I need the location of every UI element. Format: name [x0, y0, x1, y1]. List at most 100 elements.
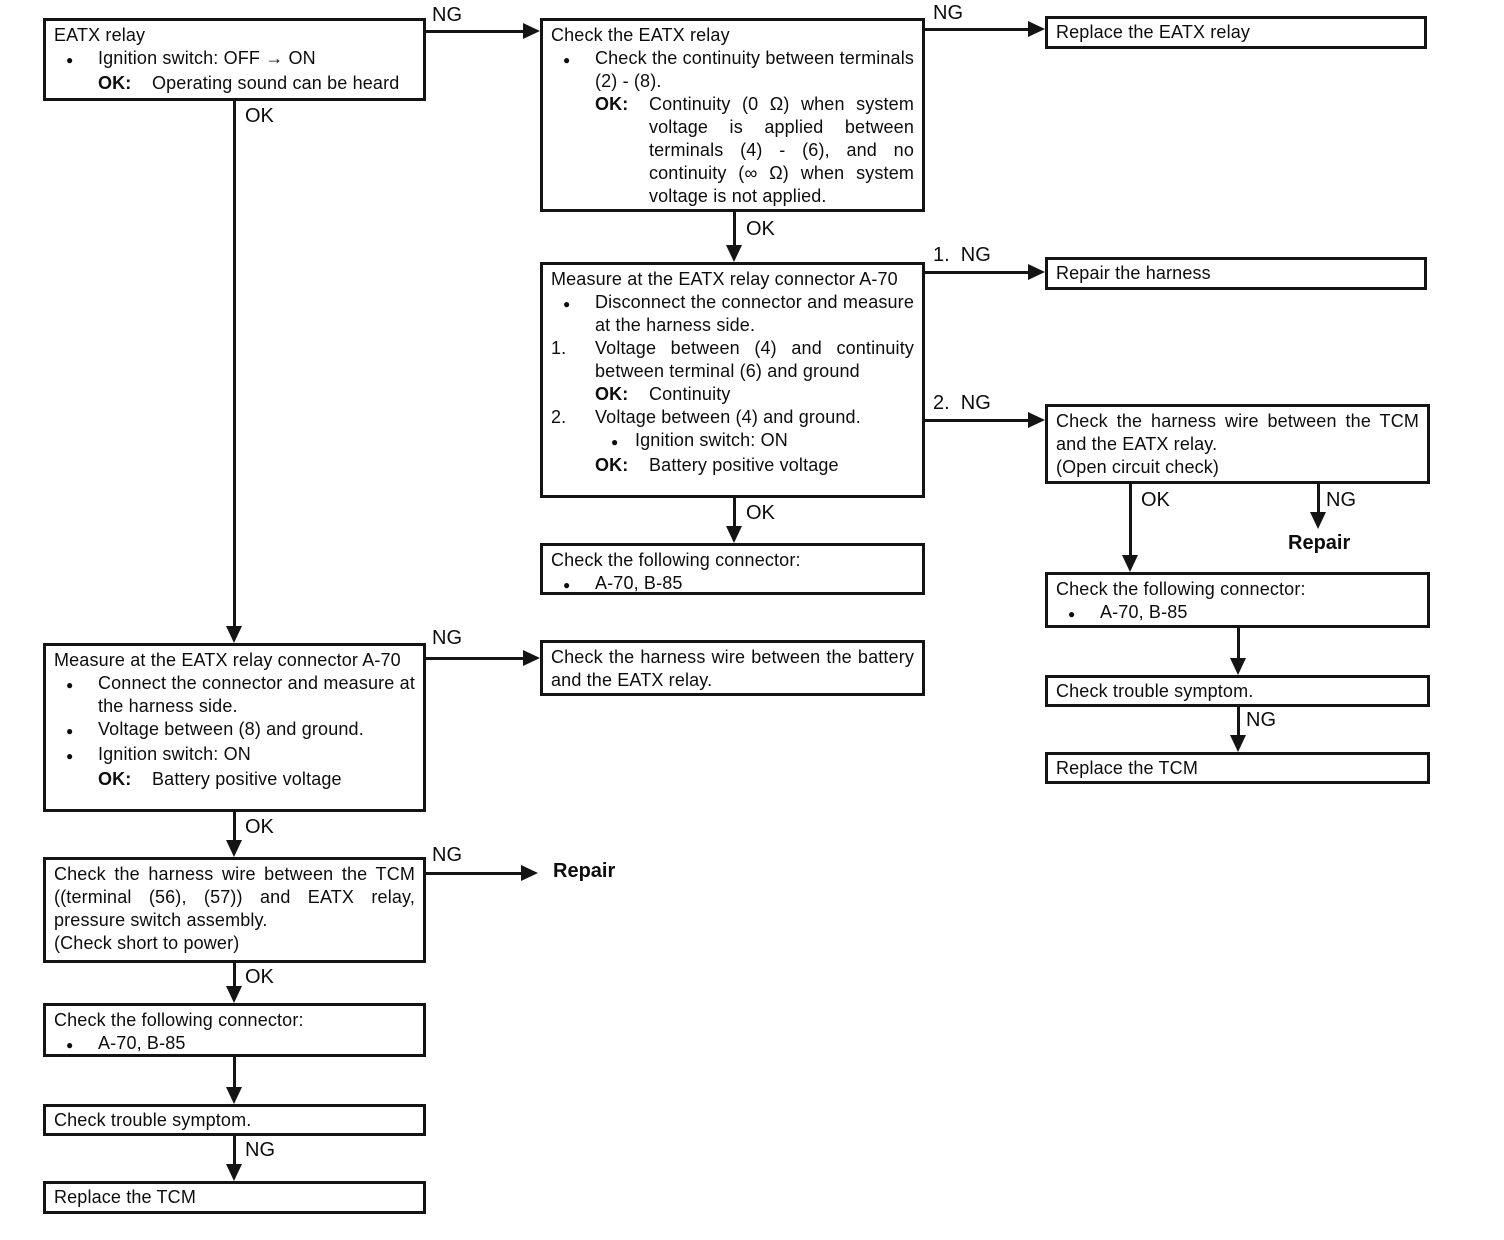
bullet-icon: ●	[1068, 607, 1076, 621]
connector-line	[1129, 484, 1132, 556]
node-check-connector-mid: Check the following connector: ● A-70, B…	[540, 543, 925, 595]
edge-label-2-ng: 2. NG	[933, 392, 991, 414]
node-check-harness-tcm-power: Check the harness wire between the TCM (…	[43, 857, 426, 963]
ok-prefix: OK:	[595, 455, 629, 475]
arrowhead-down-icon	[226, 1087, 242, 1104]
node-check-trouble-left: Check trouble symptom.	[43, 1104, 426, 1136]
edge-label-ok: OK	[245, 105, 274, 127]
connector-line	[925, 271, 1028, 274]
connector-line	[426, 30, 523, 33]
connector-line	[1237, 628, 1240, 659]
bullet-icon: ●	[66, 749, 74, 763]
arrowhead-down-icon	[1122, 555, 1138, 572]
node-title: Check trouble symptom.	[1056, 680, 1254, 701]
line-text: Disconnect the connector and measure at …	[595, 292, 914, 335]
ok-line: OK: Battery positive voltage	[54, 768, 415, 791]
bullet-icon: ●	[611, 435, 619, 449]
list-number: 1.	[551, 338, 567, 358]
ok-line: OK: Battery positive voltage	[551, 454, 914, 477]
connector-line	[426, 872, 521, 875]
connector-line	[233, 101, 236, 627]
bullet-line: ● Connect the connector and measure at t…	[54, 672, 415, 718]
bullet-cell: ●	[54, 718, 98, 743]
bullet-line: ● Ignition switch: OFF → ON	[54, 47, 415, 72]
ok-prefix: OK:	[595, 94, 629, 114]
node-check-connector-right: Check the following connector: ● A-70, B…	[1045, 572, 1430, 628]
arrowhead-down-icon	[1230, 735, 1246, 752]
node-replace-eatx-relay: Replace the EATX relay	[1045, 16, 1427, 49]
line-text: Ignition switch: ON	[635, 430, 788, 450]
line-text: Check the continuity between terminals (…	[595, 48, 914, 91]
bullet-line: ● Disconnect the connector and measure a…	[551, 291, 914, 337]
ok-text: Battery positive voltage	[649, 455, 839, 475]
connector-line	[426, 657, 523, 660]
edge-label-ok: OK	[245, 966, 274, 988]
bullet-line: ● Ignition switch: ON	[54, 743, 415, 768]
edge-label-ng: NG	[1246, 709, 1276, 731]
arrowhead-right-icon	[521, 865, 538, 881]
edge-label-ok: OK	[746, 502, 775, 524]
arrowhead-right-icon	[1028, 412, 1045, 428]
bullet-line: ● Voltage between (8) and ground.	[54, 718, 415, 743]
ok-text: Battery positive voltage	[152, 769, 342, 789]
edge-label-ng: NG	[432, 4, 462, 26]
ok-text: Continuity	[649, 384, 731, 404]
arrowhead-down-icon	[726, 526, 742, 543]
line-text: Check the harness wire between the TCM (…	[54, 864, 415, 930]
line-text: (Open circuit check)	[1056, 457, 1220, 477]
edge-label-1-ng: 1. NG	[933, 244, 991, 266]
sub-bullet-line: ● Ignition switch: ON	[551, 429, 914, 454]
edge-label-ok: OK	[245, 816, 274, 838]
node-replace-tcm-right: Replace the TCM	[1045, 752, 1430, 784]
node-title: Check the following connector:	[551, 550, 801, 570]
connector-line	[1237, 707, 1240, 736]
node-title: Check the following connector:	[1056, 579, 1306, 599]
connector-line	[733, 212, 736, 246]
arrowhead-down-icon	[1230, 658, 1246, 675]
bullet-cell: ●	[54, 672, 98, 697]
bullet-line: ● Check the continuity between terminals…	[551, 47, 914, 93]
line-text: Voltage between (4) and continuity betwe…	[595, 338, 914, 381]
edge-label-ng: NG	[432, 844, 462, 866]
bullet-cell: ●	[595, 429, 635, 454]
connector-line	[1317, 484, 1320, 513]
bullet-cell: ●	[551, 47, 595, 72]
line-text: Ignition switch: ON	[98, 744, 251, 764]
line-text: Ignition switch: OFF → ON	[98, 48, 316, 68]
numbered-line-2: 2. Voltage between (4) and ground.	[551, 406, 914, 429]
ok-prefix: OK:	[98, 73, 132, 93]
arrowhead-down-icon	[226, 986, 242, 1003]
node-measure-connect: Measure at the EATX relay connector A-70…	[43, 643, 426, 812]
numbered-line-1: 1. Voltage between (4) and continuity be…	[551, 337, 914, 383]
terminal-repair-label: Repair	[1288, 532, 1351, 554]
bullet-icon: ●	[563, 578, 571, 592]
connector-line	[925, 28, 1028, 31]
arrowhead-down-icon	[226, 626, 242, 643]
arrowhead-right-icon	[523, 650, 540, 666]
connector-line	[233, 1057, 236, 1088]
node-title: Replace the TCM	[54, 1187, 196, 1207]
edge-label-ok: OK	[746, 218, 775, 240]
bullet-cell: ●	[1056, 601, 1100, 625]
arrowhead-down-icon	[226, 840, 242, 857]
bullet-icon: ●	[563, 53, 571, 67]
node-title: Measure at the EATX relay connector A-70	[551, 269, 898, 289]
bullet-cell: ●	[54, 1032, 98, 1054]
arrowhead-right-icon	[1028, 21, 1045, 37]
bullet-icon: ●	[66, 678, 74, 692]
node-title: Check trouble symptom.	[54, 1109, 252, 1130]
node-check-connector-left: Check the following connector: ● A-70, B…	[43, 1003, 426, 1057]
arrowhead-right-icon	[523, 23, 540, 39]
bullet-icon: ●	[66, 1038, 74, 1052]
line-text: A-70, B-85	[1100, 602, 1188, 622]
bullet-cell: ●	[54, 743, 98, 768]
arrowhead-down-icon	[1310, 512, 1326, 529]
node-title: Check the EATX relay	[551, 25, 730, 45]
ok-line: OK: Continuity (0 Ω) when system voltage…	[551, 93, 914, 208]
bullet-line: ● A-70, B-85	[1056, 601, 1419, 625]
bullet-icon: ●	[66, 724, 74, 738]
node-check-trouble-right: Check trouble symptom.	[1045, 675, 1430, 707]
node-title: Check the following connector:	[54, 1010, 304, 1030]
edge-label-ng: NG	[432, 627, 462, 649]
node-title: Replace the EATX relay	[1056, 22, 1251, 42]
